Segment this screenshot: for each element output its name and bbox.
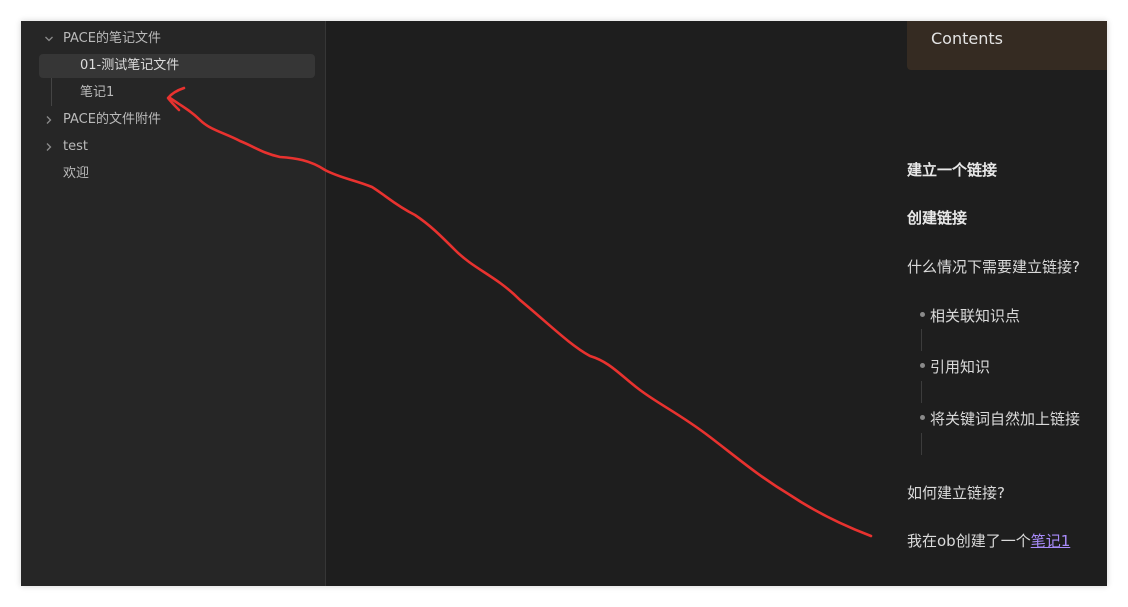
file-explorer-sidebar: PACE的笔记文件 01-测试笔记文件 笔记1 PACE的文件附件 test 欢…: [21, 21, 326, 586]
file-item-test-note[interactable]: 01-测试笔记文件: [39, 54, 315, 78]
internal-link-note-1[interactable]: 笔记1: [1030, 532, 1071, 550]
chevron-right-icon[interactable]: [44, 142, 54, 152]
question-how-to-link: 如何建立链接?: [907, 484, 1005, 502]
app-window: PACE的笔记文件 01-测试笔记文件 笔记1 PACE的文件附件 test 欢…: [21, 21, 1107, 586]
list-indent-guide: [921, 381, 922, 403]
chevron-down-icon[interactable]: [44, 34, 54, 44]
bullet-dot-icon: [920, 363, 925, 368]
bullet-dot-icon: [920, 415, 925, 420]
sentence-prefix: 我在ob创建了一个: [907, 532, 1031, 550]
sentence-created-note: 我在ob创建了一个笔记1: [907, 530, 1070, 551]
heading-create-a-link: 建立一个链接: [907, 161, 998, 179]
file-label: 01-测试笔记文件: [80, 58, 180, 73]
question-when-to-link: 什么情况下需要建立链接?: [907, 258, 1080, 276]
file-item-note-1[interactable]: 笔记1: [39, 81, 315, 105]
file-item-welcome[interactable]: 欢迎: [21, 162, 321, 186]
folder-label: test: [63, 139, 88, 154]
list-item: 相关联知识点: [930, 307, 1021, 325]
folder-label: PACE的文件附件: [63, 112, 161, 127]
contents-callout[interactable]: Contents: [907, 21, 1107, 70]
chevron-right-icon[interactable]: [44, 115, 54, 125]
folder-pace-attachments[interactable]: PACE的文件附件: [21, 108, 321, 132]
file-label: 欢迎: [63, 166, 90, 181]
tree-indent-guide: [51, 54, 52, 106]
bullet-dot-icon: [920, 312, 925, 317]
folder-pace-notes[interactable]: PACE的笔记文件: [21, 27, 321, 51]
note-editor[interactable]: Contents: [327, 21, 1107, 586]
contents-label: Contents: [931, 29, 1003, 48]
file-label: 笔记1: [80, 85, 115, 100]
heading-create-links: 创建链接: [907, 209, 968, 227]
list-item: 引用知识: [930, 358, 991, 376]
folder-test[interactable]: test: [21, 135, 321, 159]
list-indent-guide: [921, 433, 922, 455]
folder-label: PACE的笔记文件: [63, 31, 161, 46]
list-indent-guide: [921, 329, 922, 351]
list-item: 将关键词自然加上链接: [930, 410, 1081, 428]
